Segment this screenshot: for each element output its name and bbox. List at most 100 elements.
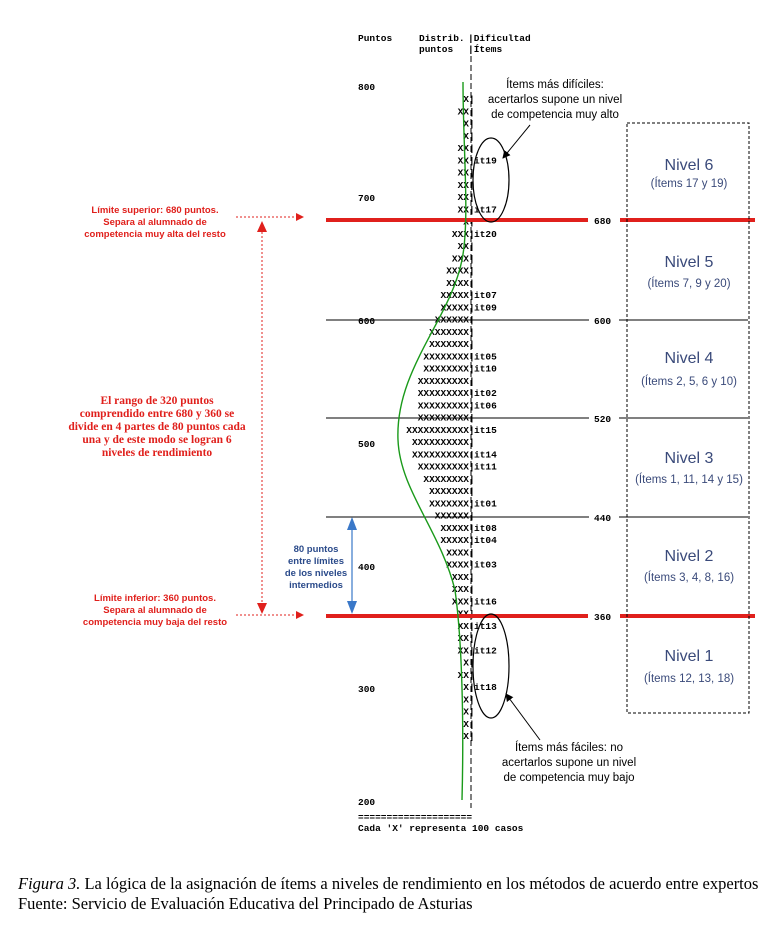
distribution-row-x: XXXXXXXXX xyxy=(418,388,470,399)
distribution-row-separator: | xyxy=(469,131,475,142)
eighty-arrow-head-bottom xyxy=(347,601,357,614)
header-puntos: Puntos xyxy=(358,33,393,44)
lower-note-line-2: Separa al alumnado de xyxy=(103,605,206,616)
easy-note-line-2: acertarlos supone un nivel xyxy=(502,757,636,769)
distribution-row-separator: | xyxy=(469,670,475,681)
distribution-row-x: XX xyxy=(458,192,470,203)
distribution-row-x: X xyxy=(463,719,469,730)
cutoff-label-440: 440 xyxy=(594,513,611,524)
distribution-row-x: XXXXX xyxy=(440,535,469,546)
caption-source: Fuente: Servicio de Evaluación Educativa… xyxy=(18,894,473,913)
figure-caption: Figura 3. La lógica de la asignación de … xyxy=(18,874,768,914)
level-3-items: (Ítems 1, 11, 14 y 15) xyxy=(635,473,743,486)
level-6-items: (Ítems 17 y 19) xyxy=(651,177,728,190)
scale-label-200: 200 xyxy=(358,797,375,808)
distribution-row-separator: | xyxy=(469,449,475,460)
distribution-row-separator: | xyxy=(469,547,475,558)
item-code: it17 xyxy=(474,204,497,215)
distribution-curve xyxy=(397,81,467,801)
distribution-row-x: XX xyxy=(458,168,470,179)
item-code: it13 xyxy=(474,621,497,632)
distribution-rows: X|XX|X|X|XX|XX|it19XX|XX|XX|XX|it17X|XXX… xyxy=(406,94,497,742)
item-code: it19 xyxy=(474,155,497,166)
item-code: it02 xyxy=(474,388,497,399)
distribution-row-separator: | xyxy=(469,351,475,362)
distribution-row-x: XXXXX xyxy=(440,523,469,534)
distribution-row-x: XXXXXXXXX xyxy=(418,462,470,473)
distribution-row-x: XXX xyxy=(452,572,469,583)
distribution-row-separator: | xyxy=(469,168,475,179)
range-note-line-2: comprendido entre 680 y 360 se xyxy=(80,408,235,420)
distribution-row-separator: | xyxy=(469,241,475,252)
level-3-name: Nivel 3 xyxy=(665,450,714,467)
distribution-row-x: X xyxy=(463,131,469,142)
distribution-row-separator: | xyxy=(469,155,475,166)
distribution-row-x: X xyxy=(463,94,469,105)
easy-items-ellipse xyxy=(472,613,510,719)
distribution-row-separator: | xyxy=(469,302,475,313)
item-code: it01 xyxy=(474,498,497,509)
eighty-arrow-head-top xyxy=(347,517,357,530)
distribution-row-separator: | xyxy=(469,707,475,718)
scale-label-600: 600 xyxy=(358,316,375,327)
scale-label-800: 800 xyxy=(358,82,375,93)
distribution-row-separator: | xyxy=(469,633,475,644)
item-code: it10 xyxy=(474,364,497,375)
level-4-items: (Ítems 2, 5, 6 y 10) xyxy=(641,375,737,388)
range-note-line-1: El rango de 320 puntos xyxy=(100,395,214,407)
item-code: it15 xyxy=(474,425,497,436)
distribution-row-x: XXX xyxy=(452,253,469,264)
distribution-row-x: XXXXXXXXXX xyxy=(412,437,469,448)
item-code: it06 xyxy=(474,400,497,411)
distribution-row-separator: | xyxy=(469,376,475,387)
caption-line: Figura 3. La lógica de la asignación de … xyxy=(18,874,768,894)
range-arrow-head-top xyxy=(257,221,267,232)
header-dificultad: |Dificultad xyxy=(468,33,531,44)
hard-items-ellipse xyxy=(472,137,510,223)
footer-rule: ==================== xyxy=(358,812,472,823)
distribution-row-separator: | xyxy=(469,584,475,595)
distribution-row-separator: | xyxy=(469,462,475,473)
level-2-name: Nivel 2 xyxy=(665,548,714,565)
distribution-row-x: XXXX xyxy=(446,547,469,558)
distribution-row-separator: | xyxy=(469,327,475,338)
header-distrib-2: puntos xyxy=(419,44,454,55)
cutoff-label-680: 680 xyxy=(594,216,611,227)
distribution-row-separator: | xyxy=(469,143,475,154)
distribution-row-separator: | xyxy=(469,560,475,571)
level-6-name: Nivel 6 xyxy=(665,157,714,174)
range-note-line-5: niveles de rendimiento xyxy=(102,447,213,459)
distribution-row-separator: | xyxy=(469,266,475,277)
levels-panel-border xyxy=(626,122,750,714)
distribution-row-separator: | xyxy=(469,400,475,411)
item-code: it11 xyxy=(474,462,497,473)
distribution-row-separator: | xyxy=(469,621,475,632)
distribution-row-x: XXXXXXXXX xyxy=(418,400,470,411)
distribution-row-separator: | xyxy=(469,474,475,485)
distribution-row-x: XX xyxy=(458,621,470,632)
distribution-row-separator: | xyxy=(469,364,475,375)
distribution-row-x: XX xyxy=(458,633,470,644)
level-5-items: (Ítems 7, 9 y 20) xyxy=(647,277,730,290)
scale-label-300: 300 xyxy=(358,684,375,695)
distribution-row-separator: | xyxy=(469,204,475,215)
distribution-row-x: XXXXXXXX xyxy=(423,351,469,362)
distribution-row-separator: | xyxy=(469,425,475,436)
hard-note-line-1: Ítems más difíciles: xyxy=(506,78,604,91)
distribution-row-separator: | xyxy=(469,388,475,399)
header-items: |Ítems xyxy=(468,44,503,55)
upper-note-line-2: Separa al alumnado de xyxy=(103,217,206,228)
distribution-row-separator: | xyxy=(469,253,475,264)
item-code: it08 xyxy=(474,523,497,534)
item-code: it14 xyxy=(474,449,497,460)
cutoff-label-520: 520 xyxy=(594,414,611,425)
distribution-row-separator: | xyxy=(469,596,475,607)
level-1-name: Nivel 1 xyxy=(665,648,714,665)
distribution-row-separator: | xyxy=(469,229,475,240)
item-code: it18 xyxy=(474,682,497,693)
level-4-name: Nivel 4 xyxy=(665,350,714,367)
caption-figure-label: Figura 3. xyxy=(18,874,81,893)
distribution-row-x: XXX xyxy=(452,229,469,240)
footer-note: Cada 'X' representa 100 casos xyxy=(358,823,524,834)
distribution-row-separator: | xyxy=(469,511,475,522)
